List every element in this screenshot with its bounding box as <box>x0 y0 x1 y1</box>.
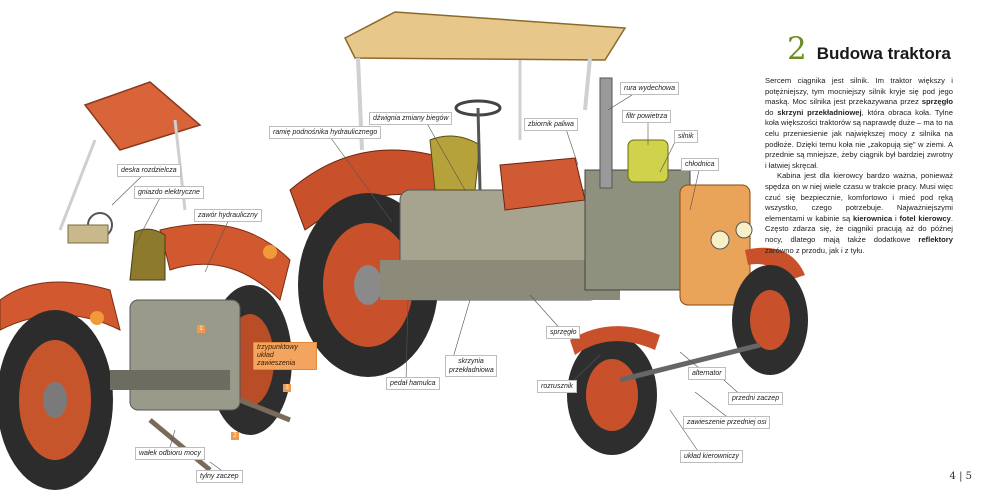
chapter-title: Budowa traktora <box>816 44 951 63</box>
label-uklad-kierowniczy: układ kierowniczy <box>680 450 743 463</box>
text-run: i <box>892 213 900 223</box>
label-filtr-powietrza: filtr powietrza <box>622 110 672 123</box>
paragraph-2: Kabina jest dla kierowcy bardzo ważna, p… <box>765 171 953 256</box>
label-tylny-zaczep: tylny zaczep <box>196 470 243 483</box>
text-run: , która obraca koła. Tylne koła większoś… <box>765 107 954 170</box>
label-chlodnica: chłodnica <box>681 158 719 171</box>
page-numbers: 4 | 5 <box>949 471 972 482</box>
text-run: . Często zdarza się, że ciągniki pracują… <box>765 213 953 244</box>
paragraph-1: Sercem ciągnika jest silnik. Im traktor … <box>765 76 953 171</box>
label-zawieszenie-przedniej-osi: zawieszenie przedniej osi <box>683 416 771 429</box>
label-ramie-podnosnika: ramię podnośnika hydraulicznego <box>269 126 382 139</box>
label-walek-odbioru-mocy: wałek odbioru mocy <box>135 447 205 460</box>
marker-2: 2 <box>231 432 239 440</box>
label-zawor-hydrauliczny: zawór hydrauliczny <box>194 209 262 222</box>
label-rozrusznik: rozrusznik <box>537 380 577 393</box>
body-text: Sercem ciągnika jest silnik. Im traktor … <box>765 76 953 256</box>
label-deska-rozdzielcza: deska rozdzielcza <box>117 164 181 177</box>
label-skrzynia-przekladniowa: skrzynia przekładniowa <box>445 355 497 377</box>
rear-tractor-drawing <box>0 81 292 490</box>
bold-term: skrzyni przekładniowej <box>777 107 862 117</box>
text-run: Kabina jest dla kierowcy bardzo ważna, p… <box>765 171 953 223</box>
label-alternator: alternator <box>688 367 726 380</box>
label-zbiornik-paliwa: zbiornik paliwa <box>524 118 578 131</box>
label-gniazdo-elektryczne: gniazdo elektryczne <box>134 186 204 199</box>
marker-3: 3 <box>283 384 291 392</box>
label-sprzeglo: sprzęgło <box>546 326 581 339</box>
label-silnik: silnik <box>674 130 698 143</box>
marker-1: 1 <box>197 325 205 333</box>
label-przedni-zaczep: przedni zaczep <box>728 392 784 405</box>
pointer-lines <box>111 89 746 476</box>
main-tractor-drawing <box>289 11 808 455</box>
bold-term: sprzęgło <box>921 97 953 107</box>
text-run: Sercem ciągnika jest silnik. Im traktor … <box>765 76 953 107</box>
bold-term: kierownica <box>852 213 893 223</box>
bold-term: fotel kierowcy <box>899 213 951 223</box>
chapter-number: 2 <box>787 31 807 67</box>
label-trzypunktowy-uklad: trzypunktowy układ zawieszenia <box>253 342 317 370</box>
chapter-heading: 2 Budowa traktora <box>787 31 951 67</box>
text-run: zarówno z przodu, jak i z tyłu. <box>765 245 865 255</box>
label-dzwignia-zmiany-biegow: dźwignia zmiany biegów <box>369 112 453 125</box>
label-pedal-hamulca: pedał hamulca <box>386 377 440 390</box>
bold-term: reflektory <box>918 234 953 244</box>
label-rura-wydechowa: rura wydechowa <box>620 82 679 95</box>
text-run: do <box>765 107 778 117</box>
